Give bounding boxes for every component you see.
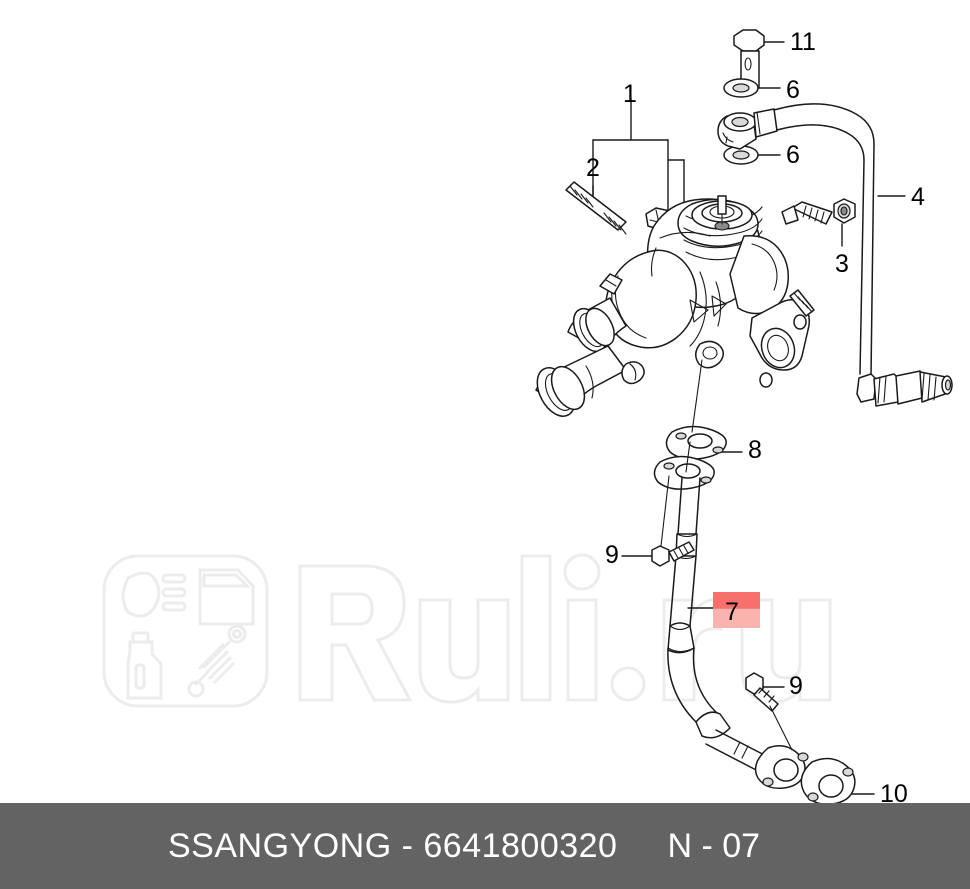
turbocharger-assembly-part-1 xyxy=(535,195,833,417)
callout-9-lower: 9 xyxy=(789,672,803,700)
leader-lines xyxy=(592,41,906,795)
gasket-part-10 xyxy=(800,757,856,805)
callout-3: 3 xyxy=(835,250,849,278)
callout-1: 1 xyxy=(623,80,637,108)
callout-9-upper: 9 xyxy=(605,541,619,569)
highlight-box-part-7 xyxy=(713,592,760,628)
callout-7: 7 xyxy=(725,598,739,626)
sealing-washer-upper-part-6 xyxy=(723,78,759,98)
assembly-guide-lines xyxy=(685,359,703,473)
callout-6-upper: 6 xyxy=(786,76,800,104)
flange-bolt-upper-part-9 xyxy=(651,475,695,567)
footer-brand-partnumber: SSANGYONG - 6641800320 xyxy=(168,826,618,865)
callout-8: 8 xyxy=(748,436,762,464)
callout-6-lower: 6 xyxy=(786,141,800,169)
gasket-lower-part-8 xyxy=(653,455,715,490)
callout-10: 10 xyxy=(880,780,908,808)
footer-section-code: N - 07 xyxy=(667,826,761,865)
sealing-washer-lower-part-6 xyxy=(723,145,759,165)
oil-return-pipe-part-7 xyxy=(667,477,809,790)
hex-nut-part-3 xyxy=(833,198,856,224)
callout-4: 4 xyxy=(911,183,925,211)
gasket-upper-part-8 xyxy=(665,425,727,460)
stud-bolt-part-2 xyxy=(565,181,627,235)
callout-2: 2 xyxy=(586,154,600,182)
flange-bolt-lower-part-9 xyxy=(745,672,793,751)
footer-bar: SSANGYONG - 6641800320 N - 07 xyxy=(0,803,970,889)
oil-feed-pipe-part-4 xyxy=(717,103,953,407)
callout-11: 11 xyxy=(790,28,816,56)
